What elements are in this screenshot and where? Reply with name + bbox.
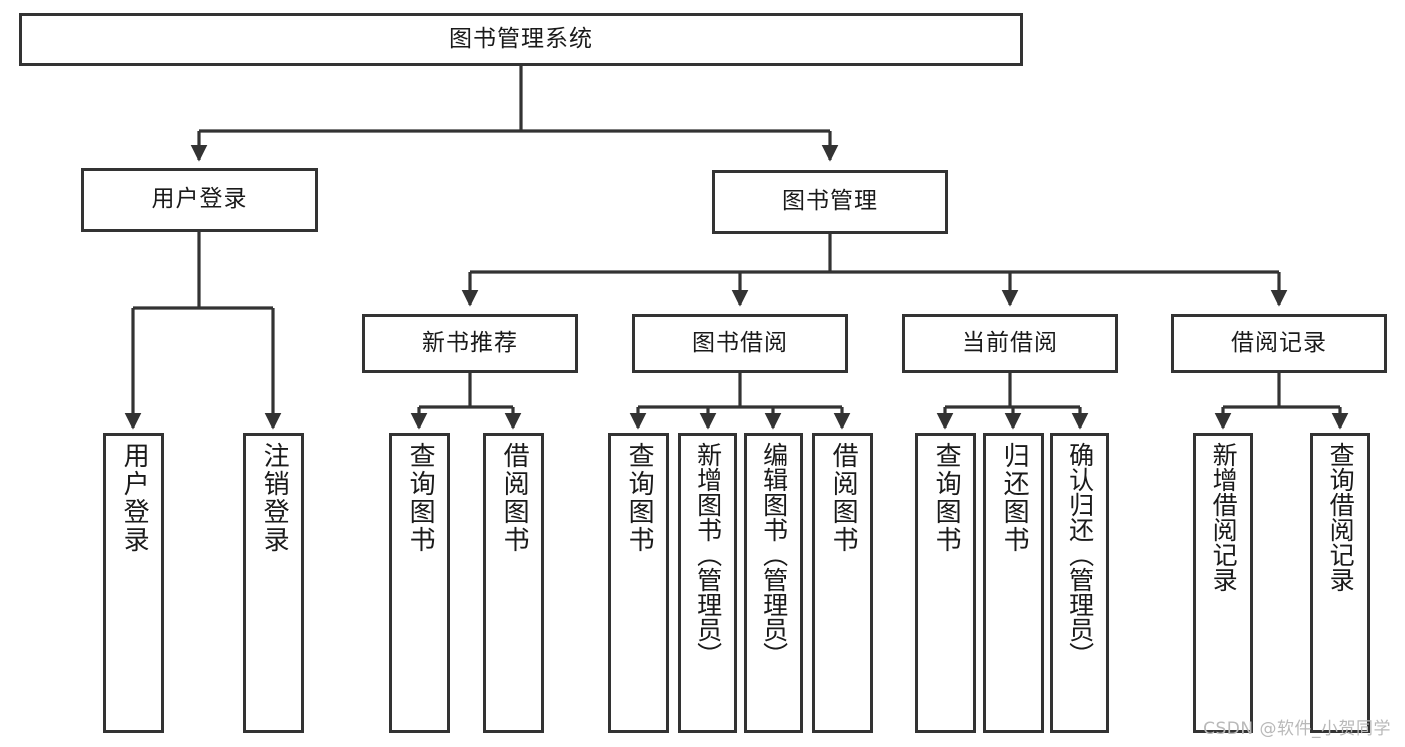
node-leaf-user-login-label: 用户登录 <box>119 442 150 554</box>
node-leaf-borrow-book[interactable]: 借阅图书 <box>812 433 873 733</box>
node-leaf-query-record-label: 查询借阅记录 <box>1326 442 1356 592</box>
node-leaf-user-login[interactable]: 用户登录 <box>103 433 164 733</box>
node-borrow-record-label: 借阅记录 <box>1231 329 1327 356</box>
node-leaf-borrow-book-rec-label: 借阅图书 <box>499 442 530 554</box>
node-borrow-record[interactable]: 借阅记录 <box>1171 314 1387 373</box>
node-current-borrow[interactable]: 当前借阅 <box>902 314 1118 373</box>
node-book-borrow[interactable]: 图书借阅 <box>632 314 848 373</box>
node-book-borrow-label: 图书借阅 <box>692 329 788 356</box>
node-leaf-query-book-rec[interactable]: 查询图书 <box>389 433 450 733</box>
node-leaf-return-book-label: 归还图书 <box>999 442 1030 554</box>
node-leaf-edit-book-label: 编辑图书（管理员） <box>759 442 789 667</box>
node-leaf-edit-book[interactable]: 编辑图书（管理员） <box>744 433 803 733</box>
node-leaf-add-record[interactable]: 新增借阅记录 <box>1193 433 1253 733</box>
node-leaf-query-book-borrow-label: 查询图书 <box>624 442 655 554</box>
watermark: CSDN @软件_小贺同学 <box>1203 719 1391 739</box>
node-leaf-logout-label: 注销登录 <box>259 442 290 554</box>
node-leaf-query-book-current-label: 查询图书 <box>931 442 962 554</box>
node-leaf-confirm-return[interactable]: 确认归还（管理员） <box>1050 433 1109 733</box>
node-leaf-confirm-return-label: 确认归还（管理员） <box>1065 442 1095 667</box>
node-leaf-return-book[interactable]: 归还图书 <box>983 433 1044 733</box>
node-book-manage-label: 图书管理 <box>782 188 878 215</box>
node-leaf-borrow-book-rec[interactable]: 借阅图书 <box>483 433 544 733</box>
node-leaf-query-book-rec-label: 查询图书 <box>405 442 436 554</box>
node-new-book-rec[interactable]: 新书推荐 <box>362 314 578 373</box>
node-root-label: 图书管理系统 <box>449 25 593 52</box>
node-leaf-add-book-label: 新增图书（管理员） <box>693 442 723 667</box>
node-leaf-logout[interactable]: 注销登录 <box>243 433 304 733</box>
node-root[interactable]: 图书管理系统 <box>19 13 1023 66</box>
node-user-login[interactable]: 用户登录 <box>81 168 318 232</box>
node-leaf-add-record-label: 新增借阅记录 <box>1209 442 1239 592</box>
node-new-book-rec-label: 新书推荐 <box>422 329 518 356</box>
node-book-manage[interactable]: 图书管理 <box>712 170 948 234</box>
node-leaf-add-book[interactable]: 新增图书（管理员） <box>678 433 737 733</box>
node-current-borrow-label: 当前借阅 <box>962 329 1058 356</box>
node-leaf-query-book-current[interactable]: 查询图书 <box>915 433 976 733</box>
node-leaf-query-book-borrow[interactable]: 查询图书 <box>608 433 669 733</box>
node-leaf-borrow-book-label: 借阅图书 <box>828 442 859 554</box>
node-user-login-label: 用户登录 <box>151 186 248 213</box>
node-leaf-query-record[interactable]: 查询借阅记录 <box>1310 433 1370 733</box>
